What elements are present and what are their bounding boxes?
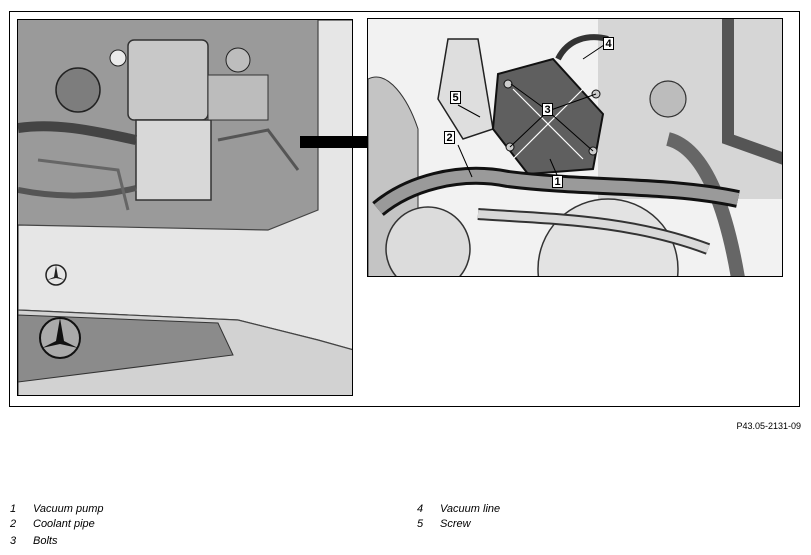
legend-label: Screw xyxy=(440,518,471,530)
car-front-engine-bay-illustration xyxy=(18,20,352,395)
callout-4: 4 xyxy=(603,37,614,50)
vacuum-pump-detail-illustration xyxy=(368,19,782,276)
callout-5: 5 xyxy=(450,91,461,104)
callout-3: 3 xyxy=(542,103,553,116)
star-emblem-icon xyxy=(45,264,67,286)
legend-label: Coolant pipe xyxy=(33,518,95,530)
legend-number: 2 xyxy=(10,518,17,530)
legend-number: 1 xyxy=(10,503,17,515)
figure-id: P43.05-2131-09 xyxy=(736,421,801,431)
legend-label: Vacuum line xyxy=(440,503,501,515)
callout-2: 2 xyxy=(444,131,455,144)
connector-band xyxy=(300,136,368,148)
legend-number: 3 xyxy=(10,535,17,547)
callout-1: 1 xyxy=(552,175,563,188)
legend-label: Bolts xyxy=(33,535,58,547)
legend-label: Vacuum pump xyxy=(33,503,104,515)
legend-number: 5 xyxy=(417,518,424,530)
overview-panel xyxy=(17,19,353,396)
detail-panel: 1 2 3 4 5 xyxy=(367,18,783,277)
legend-number: 4 xyxy=(417,503,424,515)
